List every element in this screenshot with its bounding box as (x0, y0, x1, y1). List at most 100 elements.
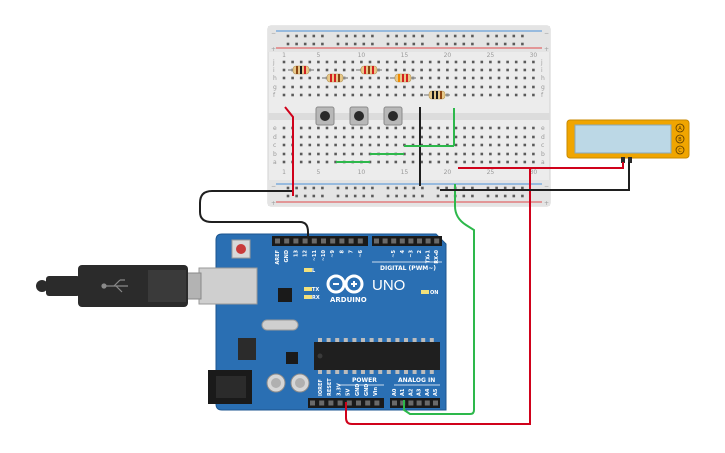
breadboard-hole[interactable] (454, 85, 458, 89)
breadboard-hole[interactable] (454, 152, 458, 156)
breadboard-hole[interactable] (463, 60, 466, 64)
breadboard-hole[interactable] (428, 126, 432, 130)
breadboard-hole[interactable] (420, 135, 423, 139)
breadboard-hole[interactable] (394, 60, 398, 64)
breadboard-hole[interactable] (523, 85, 527, 89)
breadboard-hole[interactable] (403, 93, 406, 97)
breadboard-hole[interactable] (377, 93, 380, 97)
breadboard-hole[interactable] (532, 143, 535, 147)
breadboard-hole[interactable] (303, 42, 307, 46)
breadboard-hole[interactable] (317, 93, 320, 97)
breadboard-hole[interactable] (446, 152, 449, 156)
breadboard-hole[interactable] (471, 85, 475, 89)
breadboard-hole[interactable] (411, 126, 415, 130)
breadboard-hole[interactable] (454, 76, 458, 80)
breadboard-hole[interactable] (471, 126, 475, 130)
breadboard-hole[interactable] (321, 42, 324, 46)
breadboard-hole[interactable] (437, 85, 441, 89)
breadboard-hole[interactable] (506, 60, 509, 64)
breadboard-hole[interactable] (403, 68, 406, 72)
breadboard-hole[interactable] (480, 135, 484, 139)
header-pin[interactable] (293, 238, 299, 244)
breadboard-hole[interactable] (437, 152, 441, 156)
breadboard-hole[interactable] (480, 68, 484, 72)
breadboard-hole[interactable] (334, 152, 337, 156)
breadboard-hole[interactable] (489, 93, 492, 97)
breadboard-hole[interactable] (351, 76, 355, 80)
breadboard-hole[interactable] (342, 60, 346, 64)
breadboard-hole[interactable] (351, 93, 355, 97)
breadboard-hole[interactable] (523, 160, 527, 164)
breadboard-hole[interactable] (308, 152, 312, 156)
breadboard-hole[interactable] (353, 186, 357, 190)
breadboard-hole[interactable] (503, 34, 507, 38)
header-pin[interactable] (399, 238, 405, 244)
breadboard-hole[interactable] (506, 76, 509, 80)
breadboard-hole[interactable] (480, 93, 484, 97)
breadboard-hole[interactable] (462, 186, 466, 190)
header-pin[interactable] (382, 238, 388, 244)
header-pin[interactable] (357, 238, 363, 244)
breadboard-hole[interactable] (360, 93, 363, 97)
resistor-3[interactable] (356, 65, 382, 75)
header-pin[interactable] (321, 238, 326, 244)
breadboard-hole[interactable] (371, 186, 374, 190)
breadboard-hole[interactable] (523, 68, 527, 72)
breadboard-hole[interactable] (325, 85, 329, 89)
breadboard-hole[interactable] (523, 135, 527, 139)
breadboard-hole[interactable] (480, 143, 484, 147)
breadboard-hole[interactable] (368, 85, 372, 89)
breadboard-hole[interactable] (462, 34, 466, 38)
breadboard-hole[interactable] (282, 60, 286, 64)
digital-pins[interactable] (275, 238, 440, 244)
breadboard-hole[interactable] (299, 160, 303, 164)
push-button-3[interactable] (383, 106, 403, 126)
header-pin[interactable] (348, 238, 354, 244)
breadboard-hole[interactable] (325, 60, 329, 64)
black-wire-lcd[interactable] (440, 162, 630, 191)
breadboard-hole[interactable] (411, 68, 415, 72)
breadboard-hole[interactable] (506, 135, 509, 139)
breadboard-hole[interactable] (353, 42, 357, 46)
breadboard-hole[interactable] (446, 135, 449, 139)
breadboard-hole[interactable] (321, 194, 324, 198)
resistor-5[interactable] (424, 90, 450, 100)
breadboard-hole[interactable] (446, 160, 449, 164)
breadboard-hole[interactable] (395, 194, 398, 198)
breadboard-hole[interactable] (286, 186, 290, 190)
breadboard-hole[interactable] (463, 143, 466, 147)
breadboard-hole[interactable] (523, 60, 527, 64)
breadboard-hole[interactable] (532, 135, 535, 139)
breadboard-hole[interactable] (360, 135, 363, 139)
breadboard-hole[interactable] (421, 42, 424, 46)
breadboard-hole[interactable] (480, 76, 484, 80)
breadboard-hole[interactable] (480, 152, 484, 156)
breadboard-hole[interactable] (446, 60, 449, 64)
breadboard-hole[interactable] (377, 85, 380, 89)
breadboard-hole[interactable] (523, 152, 527, 156)
breadboard-hole[interactable] (325, 93, 329, 97)
breadboard-hole[interactable] (489, 76, 492, 80)
breadboard-hole[interactable] (403, 160, 406, 164)
breadboard-hole[interactable] (395, 42, 398, 46)
breadboard-hole[interactable] (299, 85, 303, 89)
breadboard-hole[interactable] (489, 126, 492, 130)
breadboard-hole[interactable] (336, 194, 340, 198)
breadboard-hole[interactable] (336, 42, 340, 46)
breadboard-hole[interactable] (334, 68, 337, 72)
breadboard-hole[interactable] (462, 42, 466, 46)
breadboard-hole[interactable] (312, 186, 316, 190)
header-pin[interactable] (392, 400, 397, 406)
breadboard-hole[interactable] (351, 60, 355, 64)
breadboard-hole[interactable] (345, 34, 348, 38)
breadboard-hole[interactable] (486, 194, 490, 198)
breadboard-hole[interactable] (325, 135, 329, 139)
breadboard-hole[interactable] (282, 76, 286, 80)
breadboard-hole[interactable] (514, 85, 518, 89)
breadboard-hole[interactable] (317, 126, 320, 130)
red-wire-lcd[interactable] (458, 162, 624, 169)
breadboard-hole[interactable] (436, 186, 440, 190)
reset-button[interactable] (231, 239, 251, 259)
breadboard-hole[interactable] (471, 68, 475, 72)
breadboard-hole[interactable] (497, 60, 501, 64)
